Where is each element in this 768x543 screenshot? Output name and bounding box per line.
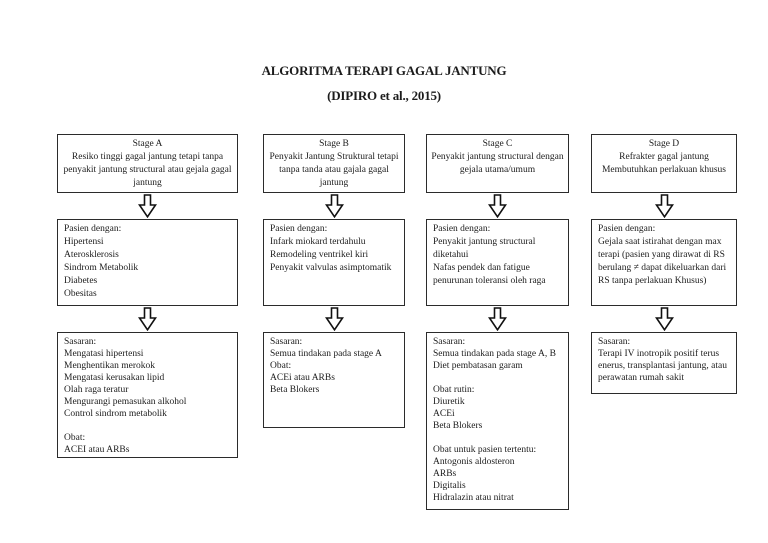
stage-b-arrow-bottom [263,306,405,332]
stage-a-column: Stage A Resiko tinggi gagal jantung teta… [57,134,238,458]
stage-d-column: Stage D Refrakter gagal jantung Membutuh… [591,134,737,394]
down-arrow-icon [138,307,157,331]
stage-d-patient-box: Pasien dengan: Gejala saat istirahat den… [591,219,737,306]
down-arrow-icon [488,307,507,331]
down-arrow-icon [488,194,507,218]
stage-c-goals-box: Sasaran: Semua tindakan pada stage A, B … [426,332,569,510]
stage-a-arrow-bottom [57,306,238,332]
stage-a-arrow-top [57,193,238,219]
stage-b-header-box: Stage B Penyakit Jantung Struktural teta… [263,134,405,193]
stage-b-arrow-top [263,193,405,219]
stage-a-header-box: Stage A Resiko tinggi gagal jantung teta… [57,134,238,193]
stage-c-arrow-bottom [426,306,569,332]
stage-b-goals-box: Sasaran: Semua tindakan pada stage A Oba… [263,332,405,428]
down-arrow-icon [324,194,344,218]
stage-c-column: Stage C Penyakit jantung structural deng… [426,134,569,510]
stage-d-header-box: Stage D Refrakter gagal jantung Membutuh… [591,134,737,193]
down-arrow-icon [138,194,157,218]
stage-d-arrow-bottom [591,306,737,332]
stage-a-patient-box: Pasien dengan: Hipertensi Aterosklerosis… [57,219,238,306]
stage-b-column: Stage B Penyakit Jantung Struktural teta… [263,134,405,428]
stage-d-arrow-top [591,193,737,219]
page-title: ALGORITMA TERAPI GAGAL JANTUNG [261,63,507,78]
stage-d-goals-box: Sasaran: Terapi IV inotropik positif ter… [591,332,737,394]
down-arrow-icon [654,307,674,331]
stage-b-patient-box: Pasien dengan: Infark miokard terdahulu … [263,219,405,306]
stage-c-header-box: Stage C Penyakit jantung structural deng… [426,134,569,193]
down-arrow-icon [324,307,344,331]
stage-c-patient-box: Pasien dengan: Penyakit jantung structur… [426,219,569,306]
stage-c-arrow-top [426,193,569,219]
page-subtitle: (DIPIRO et al., 2015) [327,88,441,103]
stage-a-goals-box: Sasaran: Mengatasi hipertensi Menghentik… [57,332,238,458]
down-arrow-icon [654,194,674,218]
